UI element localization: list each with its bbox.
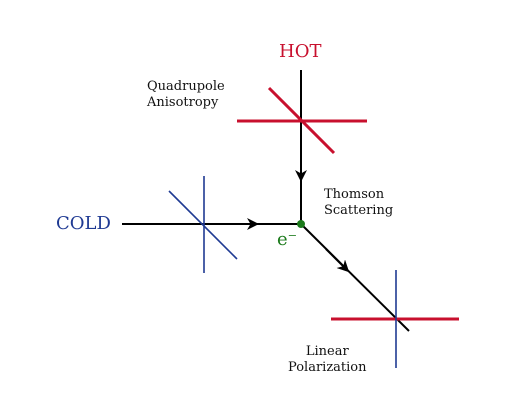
- linear-label-line2: Polarization: [288, 359, 367, 375]
- cold-label: COLD: [56, 213, 111, 234]
- quadrupole-anisotropy-label: Quadrupole Anisotropy: [147, 79, 225, 110]
- hot-label: HOT: [279, 41, 322, 62]
- linear-polarization-label: Linear Polarization: [288, 344, 367, 375]
- electron-dot: [297, 220, 305, 228]
- quadrupole-label-line1: Quadrupole: [147, 79, 225, 94]
- thomson-label-line2: Scattering: [324, 202, 394, 218]
- linear-polarization-cross: [331, 270, 459, 368]
- hot-polarization-cross: [237, 86, 367, 155]
- electron-label: e⁻: [277, 229, 298, 250]
- cold-polarization-cross: [168, 176, 238, 273]
- quadrupole-label-line2: Anisotropy: [147, 94, 219, 110]
- thomson-label-line1: Thomson: [324, 187, 385, 202]
- scattered-outgoing-ray: [300, 223, 410, 332]
- linear-label-line1: Linear: [305, 344, 349, 359]
- thomson-scattering-label: Thomson Scattering: [324, 187, 393, 218]
- scattered-ray-arrow: [325, 248, 350, 273]
